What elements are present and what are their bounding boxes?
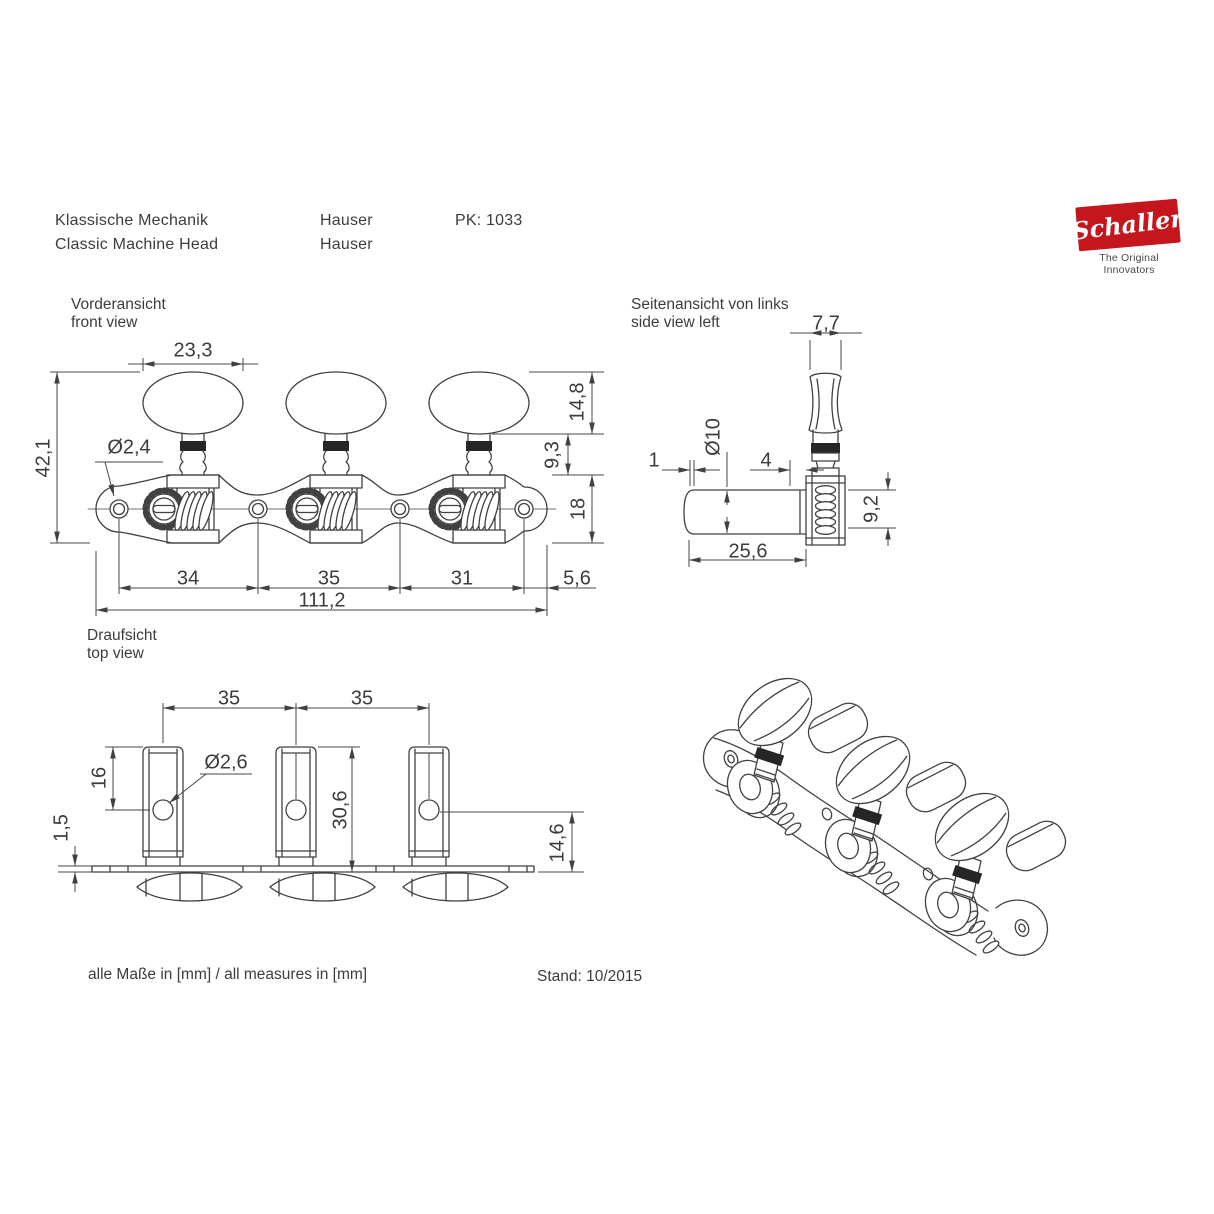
footer-revision: Stand: 10/2015 — [537, 968, 643, 985]
front-dim-pitch-2: 35 — [317, 567, 341, 590]
side-dim-roller-length: 25,6 — [728, 540, 768, 563]
top-view-drawing — [91, 746, 535, 902]
side-string-roller — [683, 489, 807, 535]
header-model-de: Hauser — [320, 212, 373, 229]
front-dim-pitch-1: 34 — [176, 567, 200, 590]
front-holes — [109, 499, 534, 519]
top-dim-button-drop: 14,6 — [546, 823, 569, 863]
perspective-stems — [753, 735, 983, 901]
top-dim-post-pitch-1: 35 — [217, 687, 241, 710]
front-dim-edge-offset: 5,6 — [563, 567, 591, 590]
front-view-dimensions — [50, 358, 604, 616]
front-view-label-en: front view — [71, 314, 138, 331]
tuner-button — [142, 371, 244, 435]
side-view-label-de: Seitenansicht von links — [631, 296, 789, 313]
top-post — [142, 746, 184, 858]
string-hole — [152, 799, 174, 821]
front-dim-screw-hole-dia: Ø2,4 — [107, 436, 151, 459]
perspective-springs — [763, 792, 1000, 954]
side-dim-roller-offset: 4 — [760, 449, 772, 472]
top-view-label-de: Draufsicht — [87, 627, 157, 644]
front-dim-total-length: 111,2 — [298, 589, 346, 612]
schaller-logo-brand: Schaller — [1071, 203, 1185, 246]
header-model-en: Hauser — [320, 236, 373, 253]
perspective-buttons — [737, 677, 1010, 862]
schaller-logo-box: Schaller — [1071, 198, 1185, 252]
schaller-logo-tagline: The Original Innovators — [1099, 252, 1159, 276]
side-view-dimensions — [662, 330, 896, 567]
top-tuner-units — [136, 746, 509, 902]
front-dim-pitch-3: 31 — [450, 567, 474, 590]
perspective-view-drawing — [702, 677, 1067, 956]
header-part-number: PK: 1033 — [455, 212, 523, 229]
side-dim-roller-dia: Ø10 — [702, 418, 725, 456]
front-plate — [95, 474, 548, 544]
top-button — [136, 872, 243, 902]
header-title-en: Classic Machine Head — [55, 236, 219, 253]
front-view-drawing — [87, 371, 557, 544]
top-plate-strip — [91, 865, 535, 873]
side-button-profile — [808, 372, 843, 434]
tuner-worm-spring — [174, 491, 214, 531]
side-plate-section — [805, 475, 846, 546]
front-view-label-de: Vorderansicht — [71, 296, 166, 313]
side-view-drawing — [683, 372, 846, 546]
front-dim-plate-height: 18 — [567, 497, 590, 521]
front-dim-button-height: 14,8 — [566, 382, 589, 422]
front-dim-shaft-gap: 9,3 — [541, 441, 564, 469]
top-dim-plate-thickness: 1,5 — [50, 814, 73, 842]
side-dim-button-thickness: 7,7 — [812, 312, 840, 335]
top-dim-post-pitch-2: 35 — [350, 687, 374, 710]
side-worm — [814, 485, 837, 535]
front-tuner-units — [142, 371, 530, 544]
top-dim-post-top-to-hole: 16 — [88, 766, 111, 790]
top-dim-overall-depth: 30,6 — [329, 790, 352, 830]
schaller-logo: Schaller The Original Innovators — [1071, 198, 1185, 276]
header-title-de: Klassische Mechanik — [55, 212, 209, 229]
perspective-posts — [807, 702, 1067, 872]
front-dim-total-height: 42,1 — [32, 438, 55, 478]
side-dim-worm-height: 9,2 — [860, 495, 883, 523]
top-view-dimensions — [58, 703, 584, 892]
footer-units-note: alle Maße in [mm] / all measures in [mm] — [88, 966, 368, 983]
side-view-label-en: side view left — [631, 314, 720, 331]
side-dim-plate-step: 1 — [648, 449, 660, 472]
top-view-label-en: top view — [87, 645, 144, 662]
front-dim-knob-width: 23,3 — [173, 339, 213, 362]
top-dim-string-hole-dia: Ø2,6 — [204, 751, 248, 774]
